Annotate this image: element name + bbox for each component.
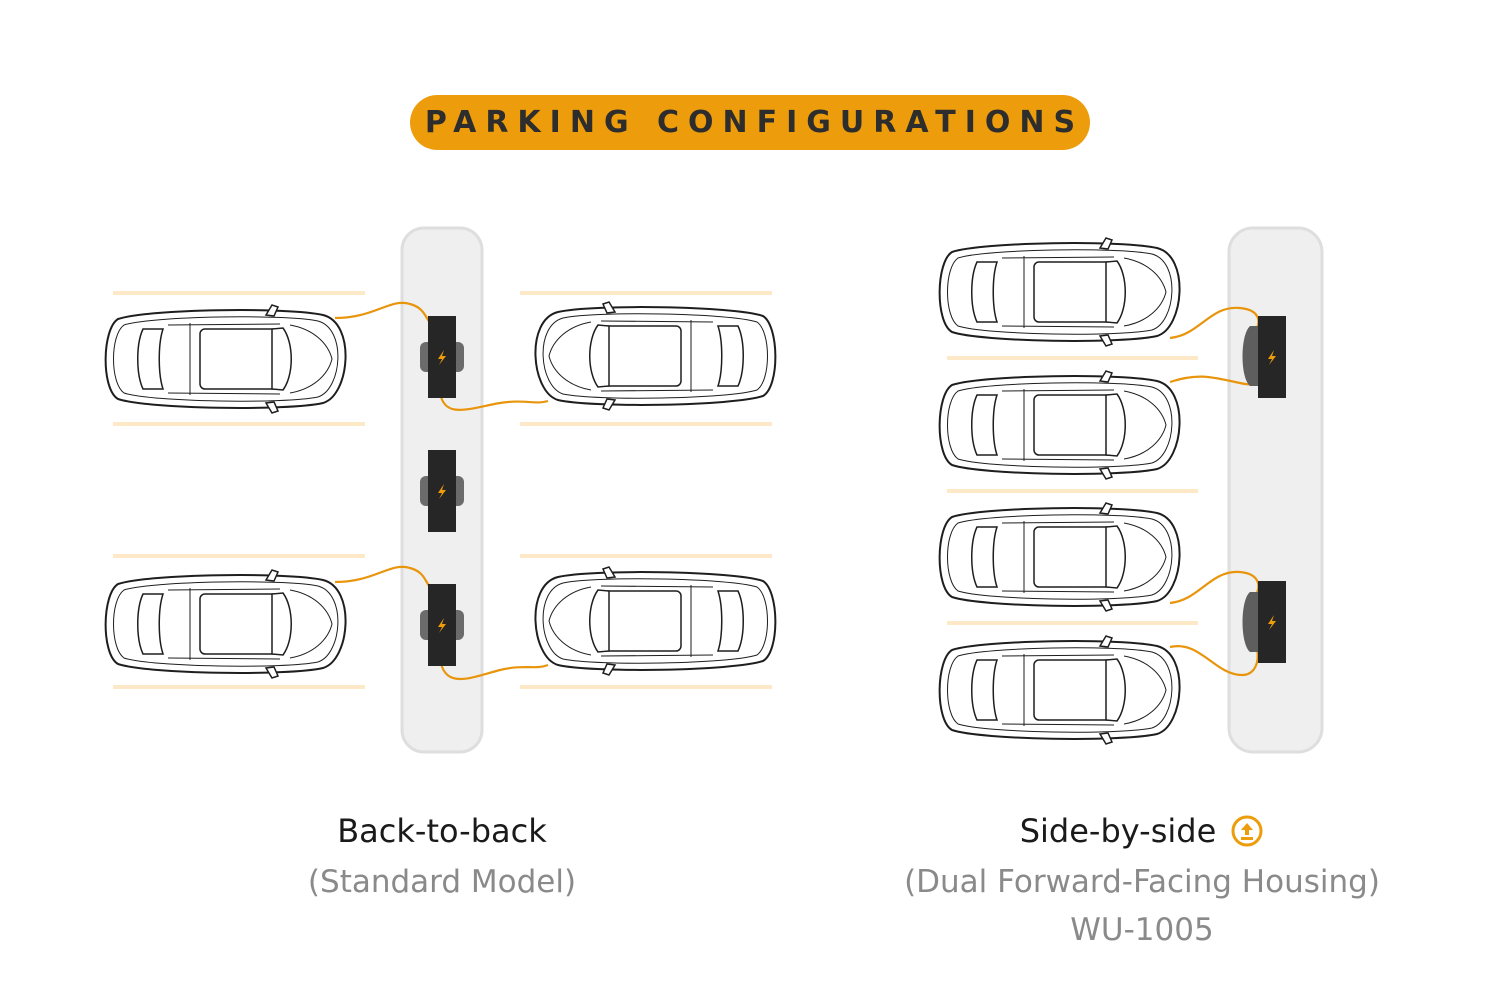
lane-lines-left [113, 291, 772, 689]
charger-unit [420, 316, 464, 398]
side-by-side-title-row: Side-by-side [872, 812, 1412, 850]
side-by-side-layout [938, 226, 1324, 754]
car [104, 304, 347, 414]
lane-lines-right [947, 356, 1198, 625]
car [938, 635, 1181, 745]
back-to-back-title: Back-to-back [337, 812, 547, 850]
charger-unit [420, 450, 464, 532]
side-by-side-title: Side-by-side [1019, 812, 1217, 850]
car [534, 566, 777, 676]
car [534, 301, 777, 411]
upload-circle-icon [1231, 815, 1263, 847]
back-to-back-caption: Back-to-back (Standard Model) [242, 812, 642, 900]
page-title: PARKING CONFIGURATIONS [424, 105, 1085, 140]
car [938, 370, 1181, 480]
back-to-back-layout [104, 226, 777, 754]
charging-island-right [1227, 226, 1324, 754]
model-number: WU-1005 [1070, 912, 1214, 948]
dual-charger-unit [1242, 581, 1286, 663]
side-by-side-subtitle: (Dual Forward-Facing Housing) [904, 864, 1380, 900]
dual-charger-unit [1242, 316, 1286, 398]
back-to-back-subtitle: (Standard Model) [307, 864, 577, 900]
car [104, 569, 347, 679]
title-banner: PARKING CONFIGURATIONS [410, 95, 1090, 150]
car [938, 237, 1181, 347]
charger-unit [420, 584, 464, 666]
car [938, 502, 1181, 612]
side-by-side-caption: Side-by-side (Dual Forward-Facing Housin… [872, 812, 1412, 948]
cables-left [334, 301, 549, 681]
